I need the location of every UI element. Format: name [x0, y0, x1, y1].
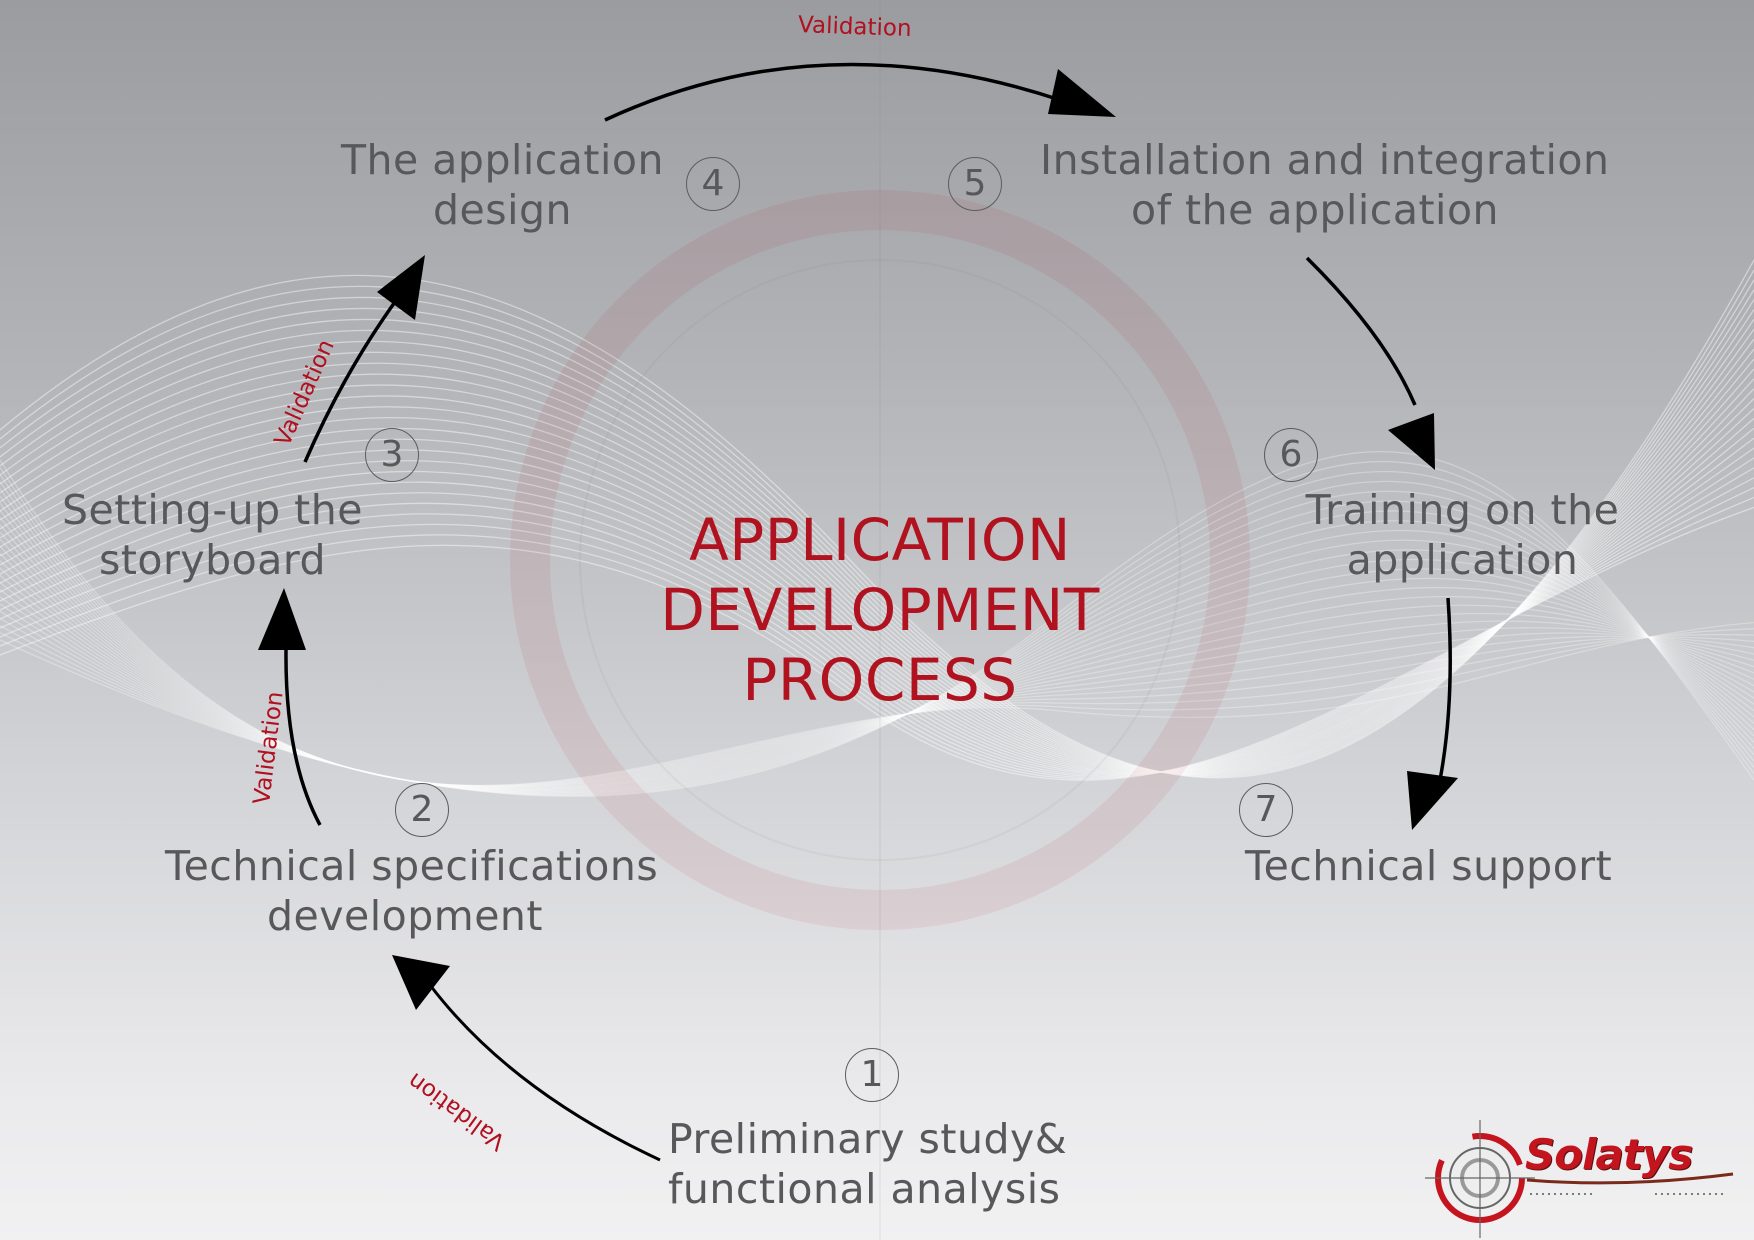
- validation-label-4-5: Validation: [797, 12, 912, 42]
- step-7-line-1: Technical support: [1245, 842, 1613, 890]
- step-2-line-1: Technical specifications: [165, 842, 659, 890]
- arrow-step4-to-step5: [604, 62, 1116, 122]
- step-6-line-2: application: [1346, 536, 1579, 584]
- arrow-step1-to-step2: [392, 955, 661, 1162]
- arrow-step3-to-step4: [303, 255, 425, 463]
- solatys-logo: Solatys: [1425, 1118, 1754, 1240]
- step-6-number: 6: [1264, 428, 1318, 482]
- step-5-line-1: Installation and integration: [1040, 136, 1610, 184]
- diagram-title: APPLICATION DEVELOPMENT PROCESS: [620, 505, 1140, 715]
- step-5-number: 5: [948, 157, 1002, 211]
- step-3-line-2: storyboard: [98, 536, 327, 584]
- step-6-label: Training on the application: [1300, 485, 1625, 585]
- logo-underline-swoosh: [1526, 1172, 1734, 1195]
- step-4-number: 4: [686, 157, 740, 211]
- step-4-label: The application design: [335, 135, 670, 235]
- step-2-line-2: development: [267, 892, 543, 940]
- step-4-line-2: design: [432, 186, 572, 234]
- step-5-line-2: of the application: [1130, 186, 1500, 234]
- step-1-number: 1: [845, 1048, 899, 1102]
- step-3-line-1: Setting-up the: [62, 486, 363, 534]
- title-line-3: PROCESS: [742, 646, 1018, 714]
- step-2-number: 2: [395, 783, 449, 837]
- arrow-step5-to-step6: [1305, 256, 1435, 470]
- step-7-number: 7: [1239, 783, 1293, 837]
- step-5-label: Installation and integration of the appl…: [1040, 135, 1610, 235]
- step-1-label: Preliminary study& functional analysis: [668, 1114, 1067, 1214]
- step-7-label: Technical support: [1245, 841, 1612, 891]
- step-1-line-2: functional analysis: [668, 1165, 1061, 1213]
- step-2-label: Technical specifications development: [165, 841, 659, 941]
- step-1-line-1: Preliminary study&: [668, 1115, 1068, 1163]
- step-3-number: 3: [365, 428, 419, 482]
- step-6-line-1: Training on the: [1305, 486, 1620, 534]
- title-line-1: APPLICATION: [689, 506, 1071, 574]
- arrow-step6-to-step7: [1407, 597, 1458, 830]
- target-reticle-icon: [1425, 1120, 1535, 1238]
- title-line-2: DEVELOPMENT: [660, 576, 1100, 644]
- step-4-line-1: The application: [341, 136, 664, 184]
- step-3-label: Setting-up the storyboard: [60, 485, 365, 585]
- arrow-step2-to-step3: [258, 588, 322, 826]
- logo-wordmark: Solatys: [1525, 1130, 1693, 1179]
